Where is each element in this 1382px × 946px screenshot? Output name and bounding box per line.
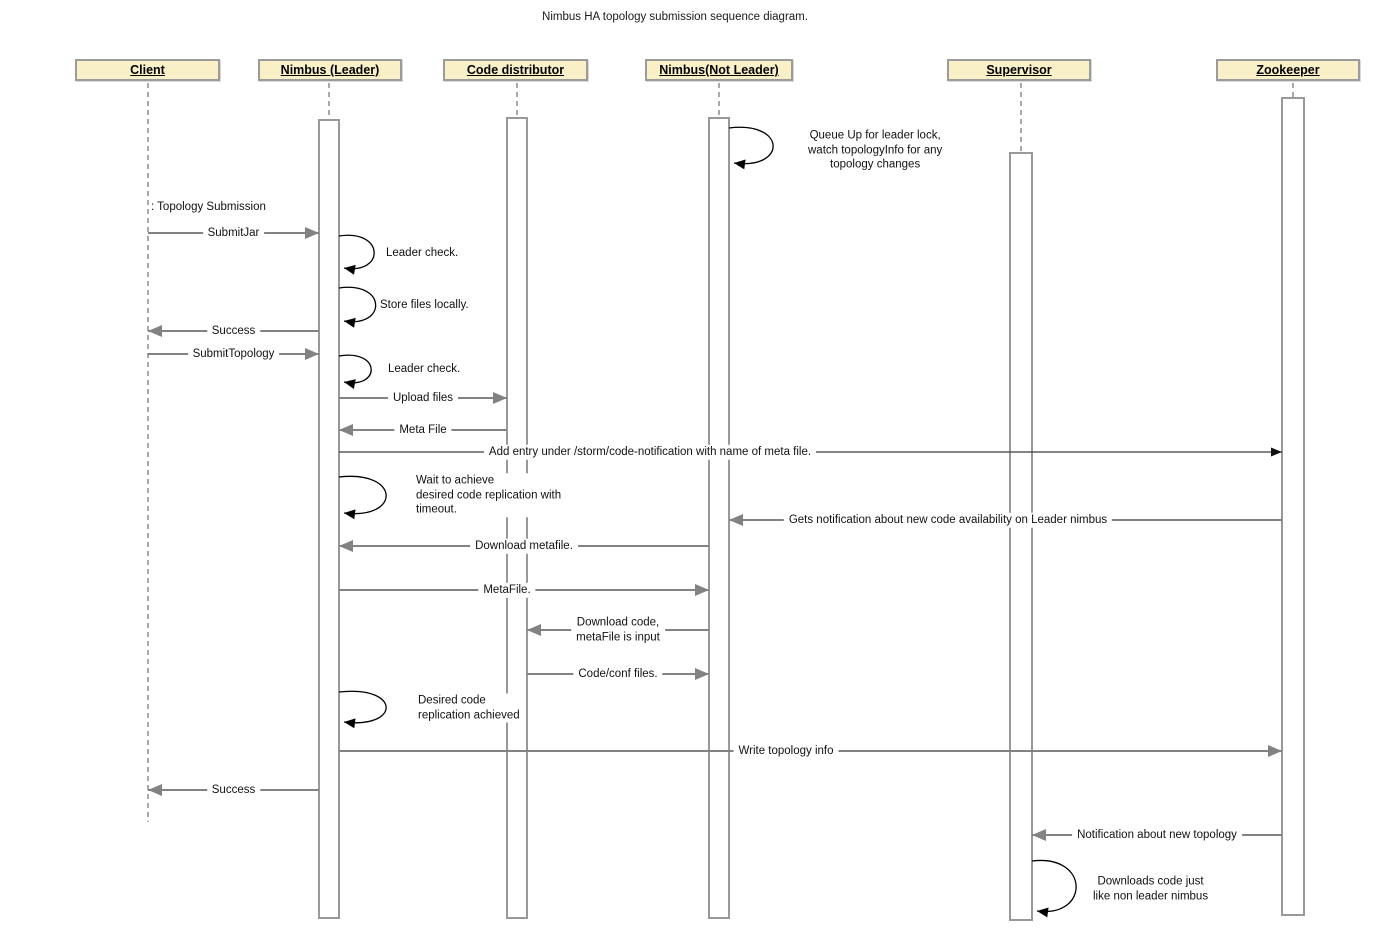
self-message-label: Queue Up for leader lock, watch topology…	[805, 128, 946, 172]
actor-box-client: Client	[75, 59, 220, 81]
activation-bars-group	[318, 97, 1305, 921]
message-label: Download code, metaFile is input	[571, 615, 665, 645]
message-label: Success	[206, 323, 261, 339]
activation-bar-nimbus-leader	[318, 119, 340, 919]
actor-label-zookeeper: Zookeeper	[1256, 63, 1320, 77]
actor-box-nimbus-not-leader: Nimbus(Not Leader)	[645, 59, 793, 81]
self-message-label: Leader check.	[383, 245, 462, 261]
message-label: Add entry under /storm/code-notification…	[483, 444, 817, 460]
self-message-loop	[338, 234, 375, 275]
self-message-loop	[728, 126, 774, 170]
self-message-label: Leader check.	[385, 361, 464, 377]
self-message-label: Wait to achieve desired code replication…	[413, 473, 565, 517]
diagram-title: Nimbus HA topology submission sequence d…	[542, 11, 808, 23]
message-label: MetaFile.	[478, 582, 536, 598]
self-message-loop	[338, 286, 377, 328]
actor-box-nimbus-leader: Nimbus (Leader)	[258, 59, 402, 81]
message-label: Notification about new topology	[1072, 827, 1242, 843]
self-message-loop	[338, 475, 387, 520]
message-label: Code/conf files.	[573, 666, 663, 682]
self-message-loops-group	[338, 126, 1077, 918]
message-label: Upload files	[387, 390, 459, 406]
self-message-loop	[338, 690, 387, 729]
actor-box-zookeeper: Zookeeper	[1216, 59, 1360, 81]
message-label: Gets notification about new code availab…	[783, 512, 1113, 528]
actor-label-code-distributor: Code distributor	[466, 63, 565, 77]
self-message-loop	[1031, 859, 1077, 918]
topology-submission-note: : Topology Submission	[151, 201, 266, 213]
self-message-loop	[338, 354, 372, 389]
message-label: SubmitJar	[202, 225, 265, 241]
message-label: SubmitTopology	[187, 346, 280, 362]
self-message-label: Desired code replication achieved	[415, 693, 523, 723]
actor-label-supervisor: Supervisor	[986, 63, 1052, 77]
activation-bar-supervisor	[1009, 152, 1033, 921]
actor-label-client: Client	[130, 63, 165, 77]
self-message-label: Downloads code just like non leader nimb…	[1090, 874, 1212, 904]
message-label: Write topology info	[733, 743, 839, 759]
message-label: Meta File	[394, 422, 452, 438]
message-label: Download metafile.	[470, 538, 578, 554]
actor-label-nimbus-not-leader: Nimbus(Not Leader)	[659, 63, 779, 77]
activation-bar-zookeeper	[1281, 97, 1305, 916]
lifelines-group	[147, 83, 1294, 822]
actor-label-nimbus-leader: Nimbus (Leader)	[280, 63, 380, 77]
self-message-label: Store files locally.	[377, 297, 472, 313]
message-label: Success	[206, 782, 261, 798]
actor-box-code-distributor: Code distributor	[443, 59, 588, 81]
actor-box-supervisor: Supervisor	[947, 59, 1091, 81]
